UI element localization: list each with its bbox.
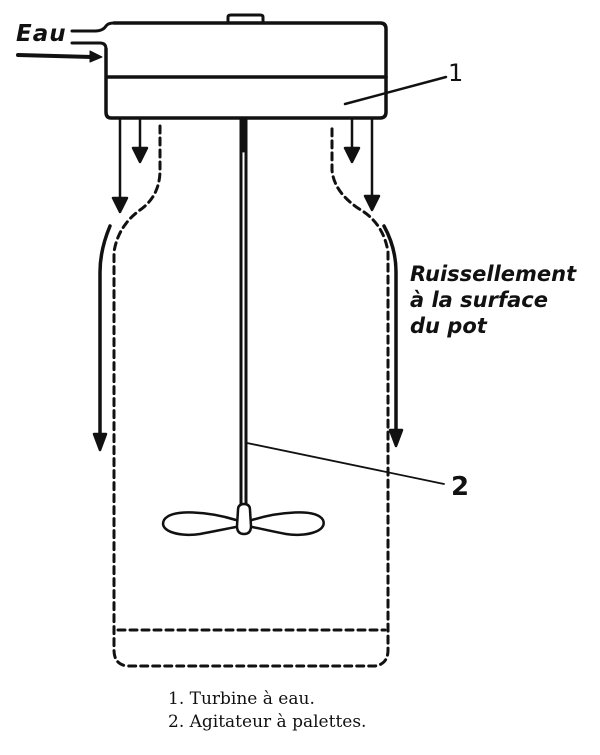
- figure-legend: 1. Turbine à eau. 2. Agitateur à palette…: [168, 688, 366, 734]
- runoff-annotation-line: à la surface: [410, 288, 548, 312]
- turbine-housing: [104, 13, 388, 120]
- agitator-shaft: [239, 117, 248, 510]
- legend-item-turbine: 1. Turbine à eau.: [168, 689, 315, 709]
- flow-arrows-left: [92, 118, 149, 452]
- callout-2-leader: [246, 442, 445, 485]
- runoff-annotation-line: Ruissellement: [410, 262, 577, 286]
- runoff-annotation: Ruissellement à la surface du pot: [410, 261, 576, 339]
- callout-1-number: 1: [448, 59, 464, 87]
- water-inlet-pipe: [70, 21, 116, 51]
- inlet-arrow-icon: [16, 50, 103, 63]
- callout-2-number: 2: [451, 472, 470, 502]
- legend-item-agitator: 2. Agitateur à palettes.: [168, 712, 367, 732]
- paddle-propeller: [161, 502, 325, 537]
- runoff-annotation-line: du pot: [410, 314, 487, 338]
- flow-arrows-right: [343, 118, 404, 448]
- water-inlet-label: Eau: [16, 21, 67, 47]
- callout-1-leader: [343, 75, 448, 106]
- pot-outline-dashed: [112, 124, 390, 668]
